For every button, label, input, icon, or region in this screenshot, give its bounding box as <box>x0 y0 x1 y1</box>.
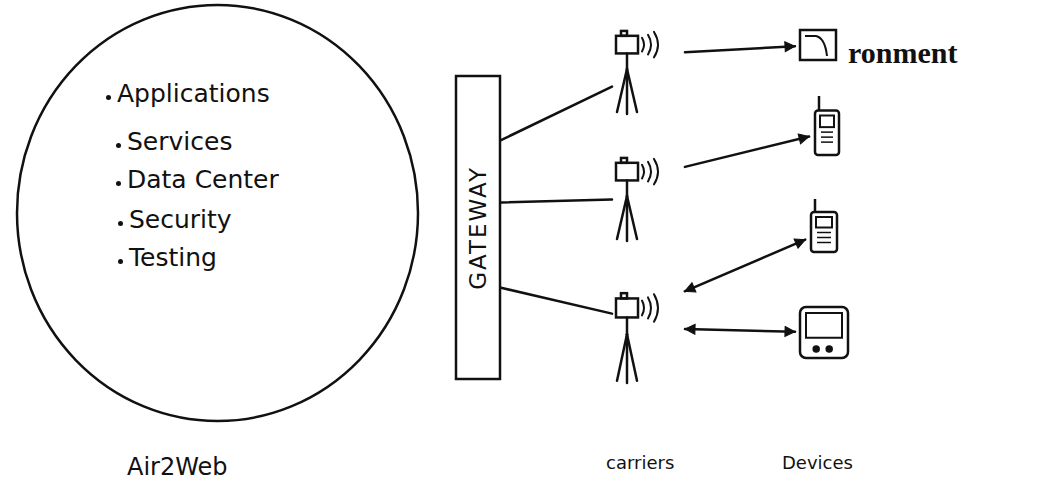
service-item: Applications <box>117 79 270 108</box>
tripod-leg <box>617 196 627 239</box>
circle-outline <box>17 5 418 421</box>
column-label: Devices <box>782 452 853 473</box>
pager-device-shape <box>798 28 838 62</box>
phone-device <box>812 95 842 157</box>
tripod-leg <box>626 53 629 69</box>
phone-keys <box>821 136 833 138</box>
gateway-label: GATEWAY <box>465 166 491 290</box>
phone-body <box>815 111 839 156</box>
tower-knob <box>621 31 627 36</box>
signal-arrow <box>685 137 809 167</box>
signal-arrow <box>685 46 795 52</box>
tower-knob <box>621 158 627 163</box>
signal-wave <box>654 294 658 321</box>
phone-body <box>811 212 837 252</box>
platform-circle: ApplicationsServicesData CenterSecurityT… <box>15 3 420 423</box>
carrier-tower <box>612 290 682 385</box>
bullet-dot <box>116 181 121 186</box>
phone-antenna <box>814 199 817 212</box>
tower-head <box>616 298 638 317</box>
pda-device <box>798 305 850 360</box>
tripod-leg <box>627 334 637 380</box>
signal-wave <box>654 159 658 184</box>
phone-keys <box>821 131 833 133</box>
signal-wave <box>642 38 644 52</box>
phone-icon <box>811 199 837 252</box>
phone-antenna <box>818 96 821 111</box>
pda-device-shape <box>798 305 850 360</box>
phone-keys <box>817 242 831 244</box>
pda-screen <box>806 313 842 338</box>
pda-body <box>800 307 848 358</box>
signal-wave <box>642 301 644 316</box>
tripod-leg <box>626 317 629 334</box>
phone-screen <box>816 217 832 228</box>
signal-wave <box>648 162 651 182</box>
tripod-leg <box>626 180 629 196</box>
signal-wave <box>642 165 644 179</box>
service-item: Security <box>129 205 232 234</box>
phone-device-shape <box>812 95 842 157</box>
column-label: carriers <box>606 452 674 473</box>
signal-wave <box>654 32 658 57</box>
link-line <box>501 87 612 141</box>
carrier-tower-shape <box>612 155 682 243</box>
pager-icon <box>800 30 836 60</box>
signal-wave <box>648 297 651 318</box>
gateway-outline <box>456 76 500 379</box>
service-item: Data Center <box>127 165 279 194</box>
bullet-dot <box>118 221 123 226</box>
bullet-dot <box>106 95 111 100</box>
carrier-tower <box>612 155 682 243</box>
phone-keys <box>817 232 831 234</box>
tripod-leg <box>627 196 637 239</box>
service-item: Services <box>127 127 232 156</box>
pda-button <box>814 347 819 352</box>
carrier-tower <box>612 28 682 116</box>
pager-body <box>800 30 836 60</box>
pager-screen <box>805 36 827 56</box>
tower-head <box>616 163 638 181</box>
signal-arrow <box>685 329 795 332</box>
tower-icon <box>616 158 658 241</box>
phone-keys <box>817 237 831 239</box>
tripod-leg <box>627 69 637 112</box>
phone-keys <box>821 141 833 143</box>
pda-icon <box>800 307 848 358</box>
phone-device <box>808 198 840 254</box>
phone-screen <box>820 116 834 128</box>
tower-icon <box>616 293 658 383</box>
tripod-leg <box>617 69 627 112</box>
bullet-dot <box>118 259 123 264</box>
link-line <box>501 200 612 203</box>
service-item: Testing <box>129 243 217 272</box>
tripod-leg <box>617 334 627 380</box>
bullet-dot <box>116 143 121 148</box>
tower-icon <box>616 31 658 114</box>
gateway-box: GATEWAY <box>455 75 501 380</box>
tower-head <box>616 36 638 54</box>
signal-arrow <box>685 240 805 292</box>
pda-button <box>827 347 832 352</box>
cut-title: ronment <box>848 36 957 70</box>
signal-wave <box>648 35 651 55</box>
pager-device <box>798 28 838 62</box>
tower-knob <box>621 293 627 298</box>
carrier-tower-shape <box>612 290 682 385</box>
platform-name: Air2Web <box>127 453 228 481</box>
link-line <box>501 288 612 314</box>
phone-icon <box>815 96 839 155</box>
phone-device-shape <box>808 198 840 254</box>
carrier-tower-shape <box>612 28 682 116</box>
